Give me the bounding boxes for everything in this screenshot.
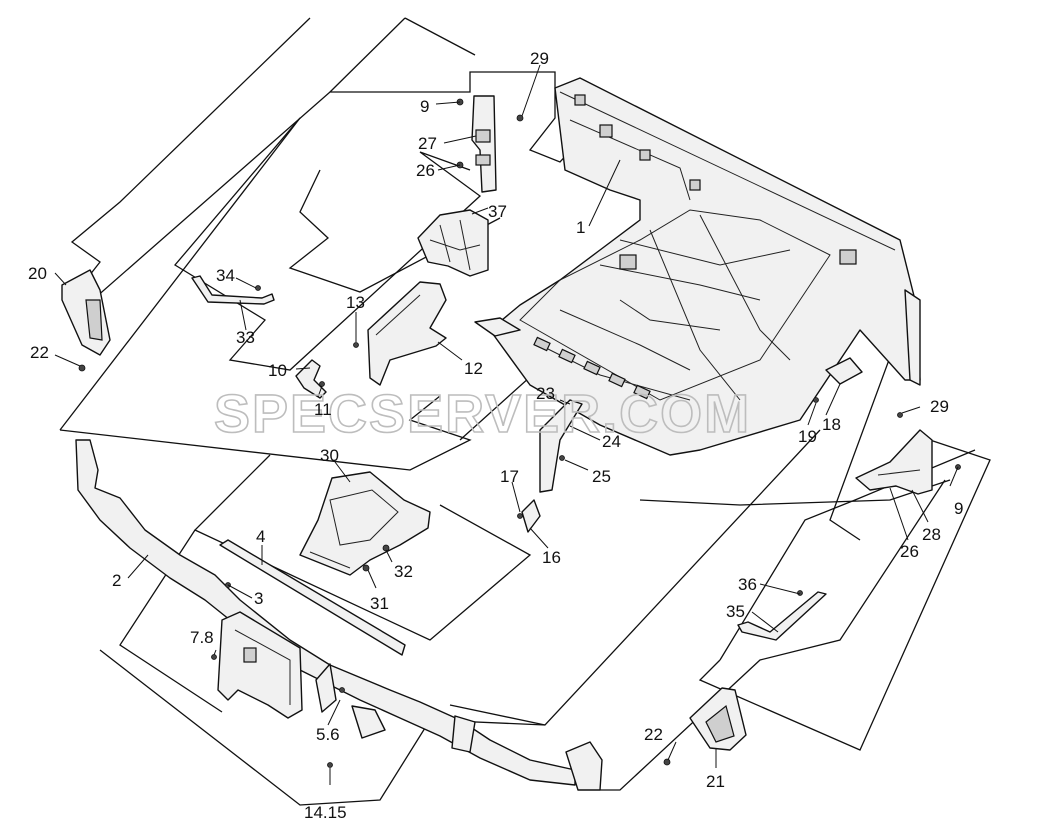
- callout-25: 25: [592, 467, 611, 486]
- floor-panel-assembly: [474, 77, 921, 456]
- part-35-bar: [737, 590, 827, 641]
- callout-4: 4: [256, 527, 265, 546]
- callout-29-right: 29: [930, 397, 949, 416]
- part-7-8-bracket: [211, 611, 303, 719]
- callout-3: 3: [254, 589, 263, 608]
- callout-37: 37: [488, 202, 507, 221]
- callout-32: 32: [394, 562, 413, 581]
- callout-26-right: 26: [900, 542, 919, 561]
- callout-27: 27: [418, 134, 437, 153]
- part-33-bar: [191, 275, 275, 305]
- part-30-base: [299, 471, 431, 576]
- part-28-bracket: [855, 412, 961, 495]
- callout-26-top: 26: [416, 161, 435, 180]
- part-24-bracket: [539, 399, 583, 493]
- callout-11: 11: [314, 400, 332, 419]
- part-10-bracket: [295, 359, 327, 399]
- callout-5-6: 5.6: [316, 725, 340, 744]
- callout-24: 24: [602, 432, 621, 451]
- callout-36: 36: [738, 575, 757, 594]
- callout-17: 17: [500, 467, 519, 486]
- callout-7-8: 7.8: [190, 628, 214, 647]
- part-37-hinge: [417, 209, 489, 277]
- callout-14-15: 14.15: [304, 803, 347, 822]
- callout-23: 23: [536, 384, 555, 403]
- callout-31: 31: [370, 594, 389, 613]
- leader-lines: [54, 64, 959, 785]
- callout-18: 18: [822, 415, 841, 434]
- callout-1: 1: [576, 218, 585, 237]
- callout-22-left: 22: [30, 343, 49, 362]
- part-16-clip: [517, 499, 541, 533]
- callout-19: 19: [798, 427, 817, 446]
- callout-28: 28: [922, 525, 941, 544]
- callout-30: 30: [320, 446, 339, 465]
- callout-9-top: 9: [420, 97, 429, 116]
- watermark-text: SPECSERVER.COM: [214, 384, 751, 444]
- callout-33: 33: [236, 328, 255, 347]
- callout-13: 13: [346, 293, 365, 312]
- part-12-plate: [353, 281, 447, 386]
- part-20-bumper-end: [61, 269, 111, 372]
- callout-16: 16: [542, 548, 561, 567]
- callout-10: 10: [268, 361, 287, 380]
- callout-22-bottom: 22: [644, 725, 663, 744]
- callout-9-right: 9: [954, 499, 963, 518]
- callout-29-top: 29: [530, 49, 549, 68]
- callout-21: 21: [706, 772, 725, 791]
- part-4-rod: [219, 539, 406, 656]
- callout-35: 35: [726, 602, 745, 621]
- callout-12: 12: [464, 359, 483, 378]
- callout-labels: 1 2 3 4 5.6 7.8 9 9 10 11 12 13 14.15 16…: [28, 49, 963, 822]
- part-27-bracket: [456, 95, 524, 193]
- part-2-cross-member: [75, 439, 603, 791]
- part-18-plate: [813, 357, 863, 403]
- callout-34: 34: [216, 266, 235, 285]
- callout-20: 20: [28, 264, 47, 283]
- part-21-bumper-end: [663, 687, 747, 766]
- callout-2: 2: [112, 571, 121, 590]
- part-5-6-bracket: [315, 663, 386, 768]
